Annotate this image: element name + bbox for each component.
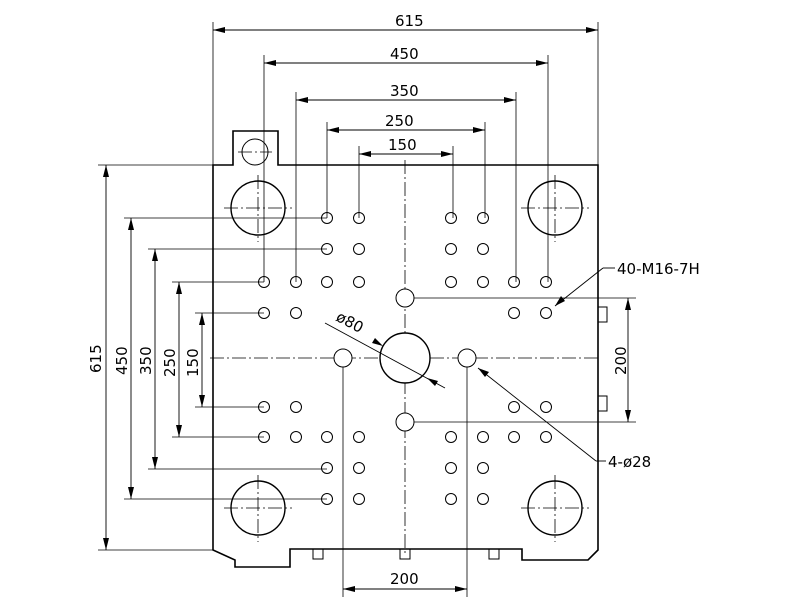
dim-left-615: 615 (87, 164, 213, 551)
dim-label: 450 (113, 346, 131, 375)
bottom-lug (488, 548, 500, 560)
bottom-lug (312, 548, 324, 560)
dim-left-250: 250 (161, 281, 264, 438)
tapped-hole (290, 307, 302, 319)
tapped-hole (477, 243, 489, 255)
tapped-hole (477, 431, 489, 443)
ejector-hole (395, 288, 415, 308)
tapped-hole (477, 493, 489, 505)
tapped-hole (445, 462, 457, 474)
dim-top-615: 615 (212, 12, 599, 165)
tapped-hole (477, 212, 489, 224)
dim-label: 350 (137, 346, 155, 375)
tapped-hole (508, 431, 520, 443)
dim-label: 150 (184, 348, 202, 377)
ejector-hole (395, 412, 415, 432)
side-lug (597, 306, 608, 323)
dim-left-350: 350 (137, 248, 327, 470)
tie-bar-hole-bottom-right (521, 475, 589, 542)
tapped-hole (445, 493, 457, 505)
tapped-hole (321, 462, 333, 474)
dim-left-150: 150 (184, 312, 264, 408)
tapped-hole (353, 431, 365, 443)
tapped-hole (508, 307, 520, 319)
tapped-hole (445, 212, 457, 224)
dim-top-150: 150 (358, 136, 454, 218)
tie-bar-hole-top-left (224, 175, 292, 242)
dim-left-450: 450 (113, 217, 327, 500)
tie-bar-hole-bottom-left (224, 475, 292, 542)
dim-top-450: 450 (263, 45, 549, 282)
dim-right-200: 200 (414, 297, 636, 423)
tapped-hole (445, 276, 457, 288)
through-hole-28 (333, 348, 353, 368)
dim-label: 615 (87, 344, 105, 373)
tapped-hole (290, 401, 302, 413)
callout-through-holes: 4-ø28 (477, 367, 651, 471)
dim-bottom-200: 200 (342, 367, 468, 597)
callout-tapped-holes: 40-M16-7H (554, 260, 700, 307)
callout-label: 40-M16-7H (617, 260, 700, 278)
through-hole-28 (457, 348, 477, 368)
tapped-hole (321, 431, 333, 443)
dim-top-250: 250 (326, 112, 486, 218)
tie-bar-hole-top-right (521, 175, 589, 242)
tapped-hole (445, 431, 457, 443)
side-lug (597, 395, 608, 412)
tapped-hole (540, 276, 552, 288)
callout-label: 4-ø28 (608, 453, 651, 471)
dim-label: 200 (390, 570, 419, 588)
center-locating-hole (379, 332, 431, 384)
tapped-hole (477, 462, 489, 474)
bottom-lug (399, 548, 411, 560)
tapped-hole (321, 276, 333, 288)
dim-label: 250 (161, 348, 179, 377)
tapped-hole (353, 462, 365, 474)
tapped-hole (353, 276, 365, 288)
dim-label: 200 (612, 346, 630, 375)
dim-label: 615 (395, 12, 424, 30)
dim-label: 350 (390, 82, 419, 100)
dim-label: 150 (388, 136, 417, 154)
tapped-hole (353, 493, 365, 505)
tapped-hole (540, 401, 552, 413)
tapped-hole (445, 243, 457, 255)
tapped-hole (508, 401, 520, 413)
dim-label: 450 (390, 45, 419, 63)
tapped-hole (508, 276, 520, 288)
tapped-hole (540, 307, 552, 319)
tapped-hole (477, 276, 489, 288)
tapped-hole (540, 431, 552, 443)
tapped-hole (353, 243, 365, 255)
dim-label: 250 (385, 112, 414, 130)
tapped-hole (290, 431, 302, 443)
dim-top-350: 350 (295, 82, 517, 282)
